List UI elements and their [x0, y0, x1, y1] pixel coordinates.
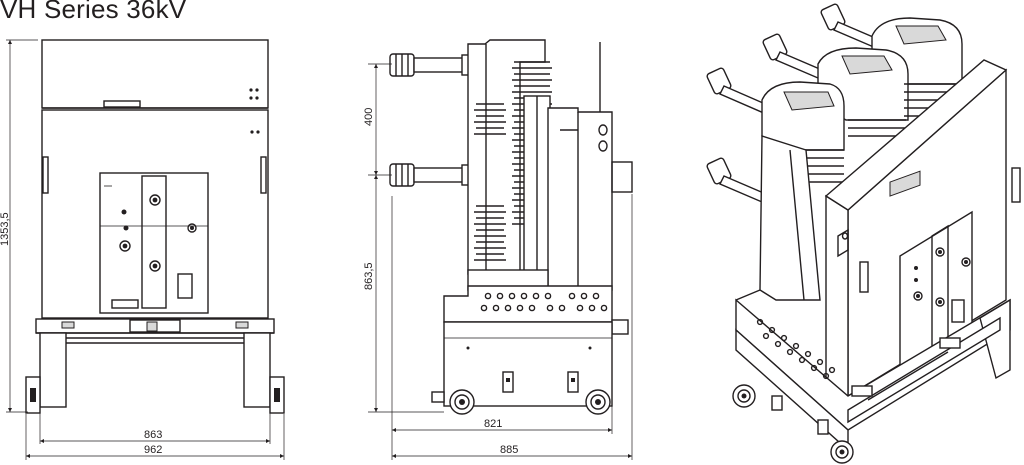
side-dimensions	[368, 63, 633, 460]
dim-front-inner-width: 863	[144, 429, 162, 441]
front-view	[25, 39, 285, 414]
dim-front-height: 1353,5	[0, 212, 11, 246]
iso-chassis-holes	[756, 318, 836, 380]
iso-pole-caps	[761, 17, 963, 151]
lower-terminal	[389, 163, 473, 187]
dim-front-outer-width: 962	[144, 444, 162, 456]
front-dimensions	[6, 39, 285, 460]
upper-terminal	[389, 53, 473, 77]
isometric-view	[706, 3, 1021, 464]
dim-pole-spacing: 400	[363, 108, 375, 126]
side-view	[389, 39, 633, 415]
chassis-holes	[480, 292, 608, 312]
dim-side-inner-width: 821	[484, 418, 502, 430]
dim-side-outer-width: 885	[500, 444, 518, 456]
dim-lower-height: 863,5	[363, 262, 375, 290]
drawing-title: VH Series 36kV	[0, 0, 187, 24]
